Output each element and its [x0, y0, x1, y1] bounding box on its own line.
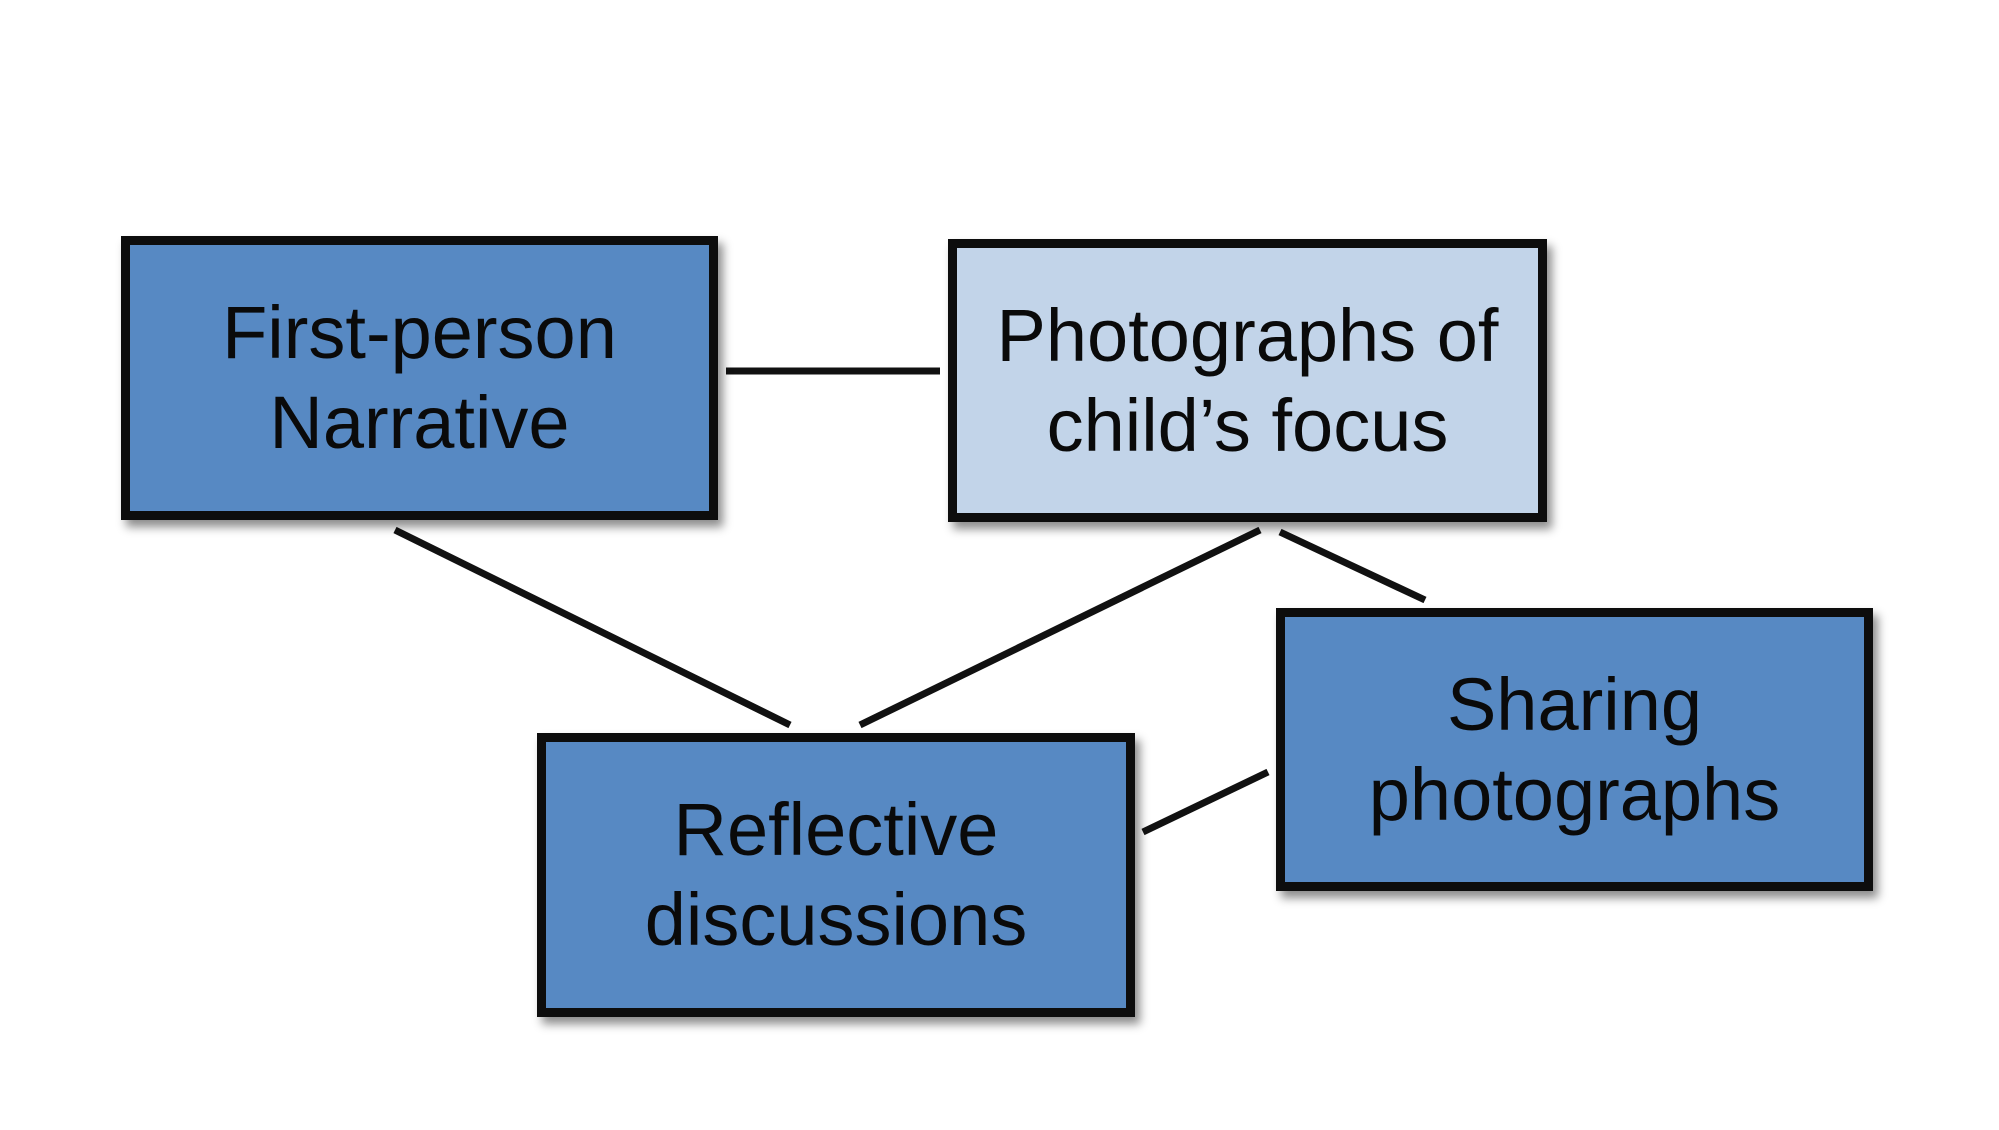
- node-label: Sharing photographs: [1368, 662, 1781, 836]
- node-sharing-photographs: Sharing photographs: [1276, 608, 1873, 891]
- connector-photographs-sharing: [1278, 528, 1427, 604]
- connector-first-person-reflective: [393, 526, 792, 729]
- node-label: Photographs of child’s focus: [996, 293, 1499, 467]
- node-first-person-narrative: First-person Narrative: [121, 236, 718, 520]
- node-label: Reflective discussions: [644, 788, 1028, 961]
- node-photographs-of-childs-focus: Photographs of child’s focus: [948, 239, 1547, 522]
- node-reflective-discussions: Reflective discussions: [537, 733, 1135, 1017]
- node-label: First-person Narrative: [222, 291, 617, 464]
- connector-photographs-reflective: [858, 526, 1262, 729]
- connector-reflective-sharing: [1141, 768, 1270, 836]
